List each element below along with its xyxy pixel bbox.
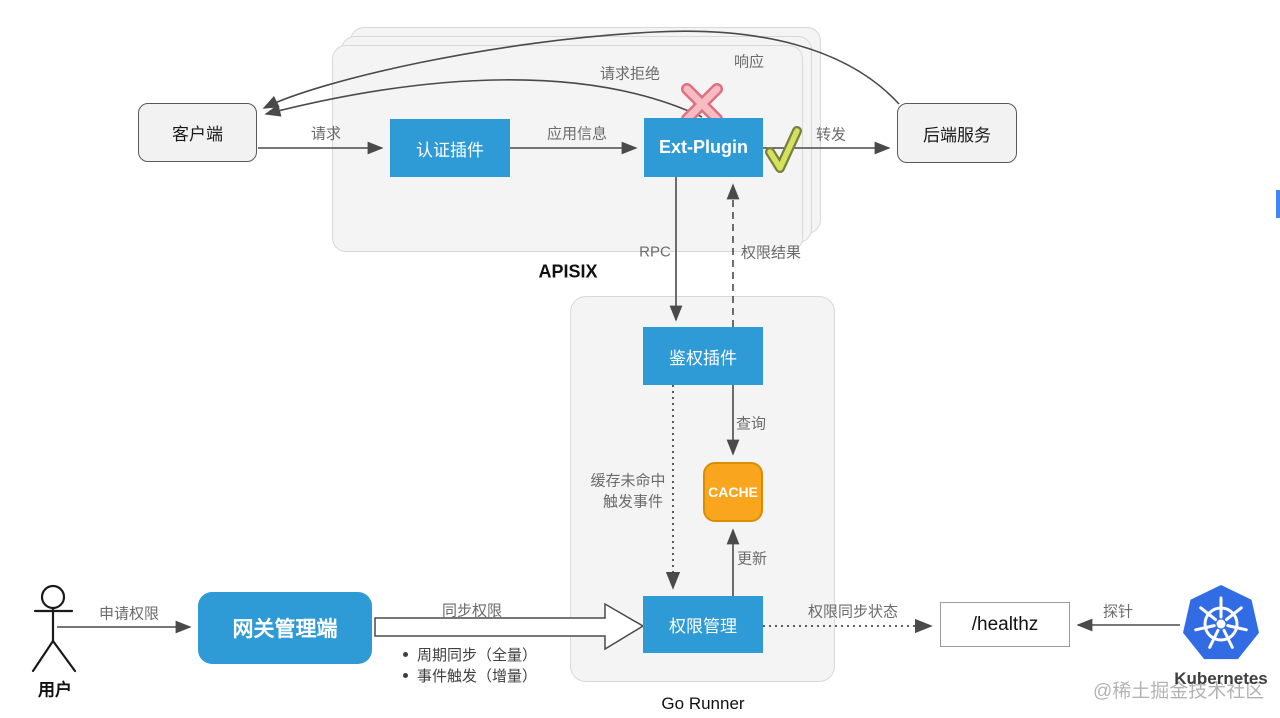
node-gateway-admin-label: 网关管理端 xyxy=(232,618,338,641)
sync-bullet-1-text: 周期同步（全量） xyxy=(417,647,538,664)
node-backend-service: 后端服务 xyxy=(897,103,1017,163)
bullet-dot-icon xyxy=(403,673,408,678)
permission-result-label: 权限结果 xyxy=(740,244,802,262)
node-healthz: /healthz xyxy=(940,602,1070,647)
apply-permission-label: 申请权限 xyxy=(98,605,160,623)
request-rejected-label: 请求拒绝 xyxy=(599,65,661,83)
node-auth-plugin-label: 认证插件 xyxy=(416,140,484,160)
user-stick-figure xyxy=(31,584,77,673)
node-client: 客户端 xyxy=(138,103,257,162)
watermark: @稀土掘金技术社区 xyxy=(1093,681,1265,702)
node-ext-plugin-label: Ext-Plugin xyxy=(659,137,748,157)
right-edge-blue-bar xyxy=(1276,190,1280,218)
node-cache: CACHE xyxy=(703,462,763,522)
response-label: 响应 xyxy=(733,53,765,71)
node-permission-mgmt-label: 权限管理 xyxy=(669,617,737,636)
sync-permission-block-arrow xyxy=(374,602,645,651)
node-ext-plugin: Ext-Plugin xyxy=(644,118,763,177)
bullet-dot-icon xyxy=(403,652,408,657)
node-client-label: 客户端 xyxy=(172,125,223,144)
node-auth-plugin: 认证插件 xyxy=(390,119,510,177)
rpc-label: RPC xyxy=(639,243,671,261)
request-label: 请求 xyxy=(310,125,342,143)
apisix-group-label: APISIX xyxy=(538,261,598,282)
sync-bullet-2-text: 事件触发（增量） xyxy=(417,668,538,685)
node-healthz-label: /healthz xyxy=(971,613,1039,635)
node-gateway-admin: 网关管理端 xyxy=(198,592,372,664)
node-permission-mgmt: 权限管理 xyxy=(643,596,763,653)
user-label: 用户 xyxy=(38,680,72,700)
probe-label: 探针 xyxy=(1102,603,1134,621)
node-authz-plugin-label: 鉴权插件 xyxy=(669,348,737,368)
pass-check-icon xyxy=(765,126,802,173)
node-cache-label: CACHE xyxy=(708,484,758,500)
go-runner-group-label: Go Runner xyxy=(661,694,745,713)
permission-sync-status-label: 权限同步状态 xyxy=(807,603,899,621)
kubernetes-icon xyxy=(1183,585,1259,660)
cache-miss-label-line2: 触发事件 xyxy=(602,493,664,511)
kubernetes-label: Kubernetes xyxy=(1174,669,1268,688)
node-backend-service-label: 后端服务 xyxy=(923,125,991,145)
cache-miss-label-line1: 缓存未命中 xyxy=(590,472,666,490)
sync-bullet-2: 事件触发（增量） xyxy=(403,665,537,686)
update-label: 更新 xyxy=(736,550,768,568)
response-arc xyxy=(262,30,900,109)
forward-label: 转发 xyxy=(815,126,847,144)
app-info-label: 应用信息 xyxy=(546,125,608,143)
node-authz-plugin: 鉴权插件 xyxy=(643,327,763,385)
sync-bullet-1: 周期同步（全量） xyxy=(403,644,537,665)
sync-permission-label: 同步权限 xyxy=(441,602,503,620)
query-label: 查询 xyxy=(735,415,767,433)
request-rejected-arc xyxy=(264,79,703,118)
reject-x-icon xyxy=(681,83,723,125)
